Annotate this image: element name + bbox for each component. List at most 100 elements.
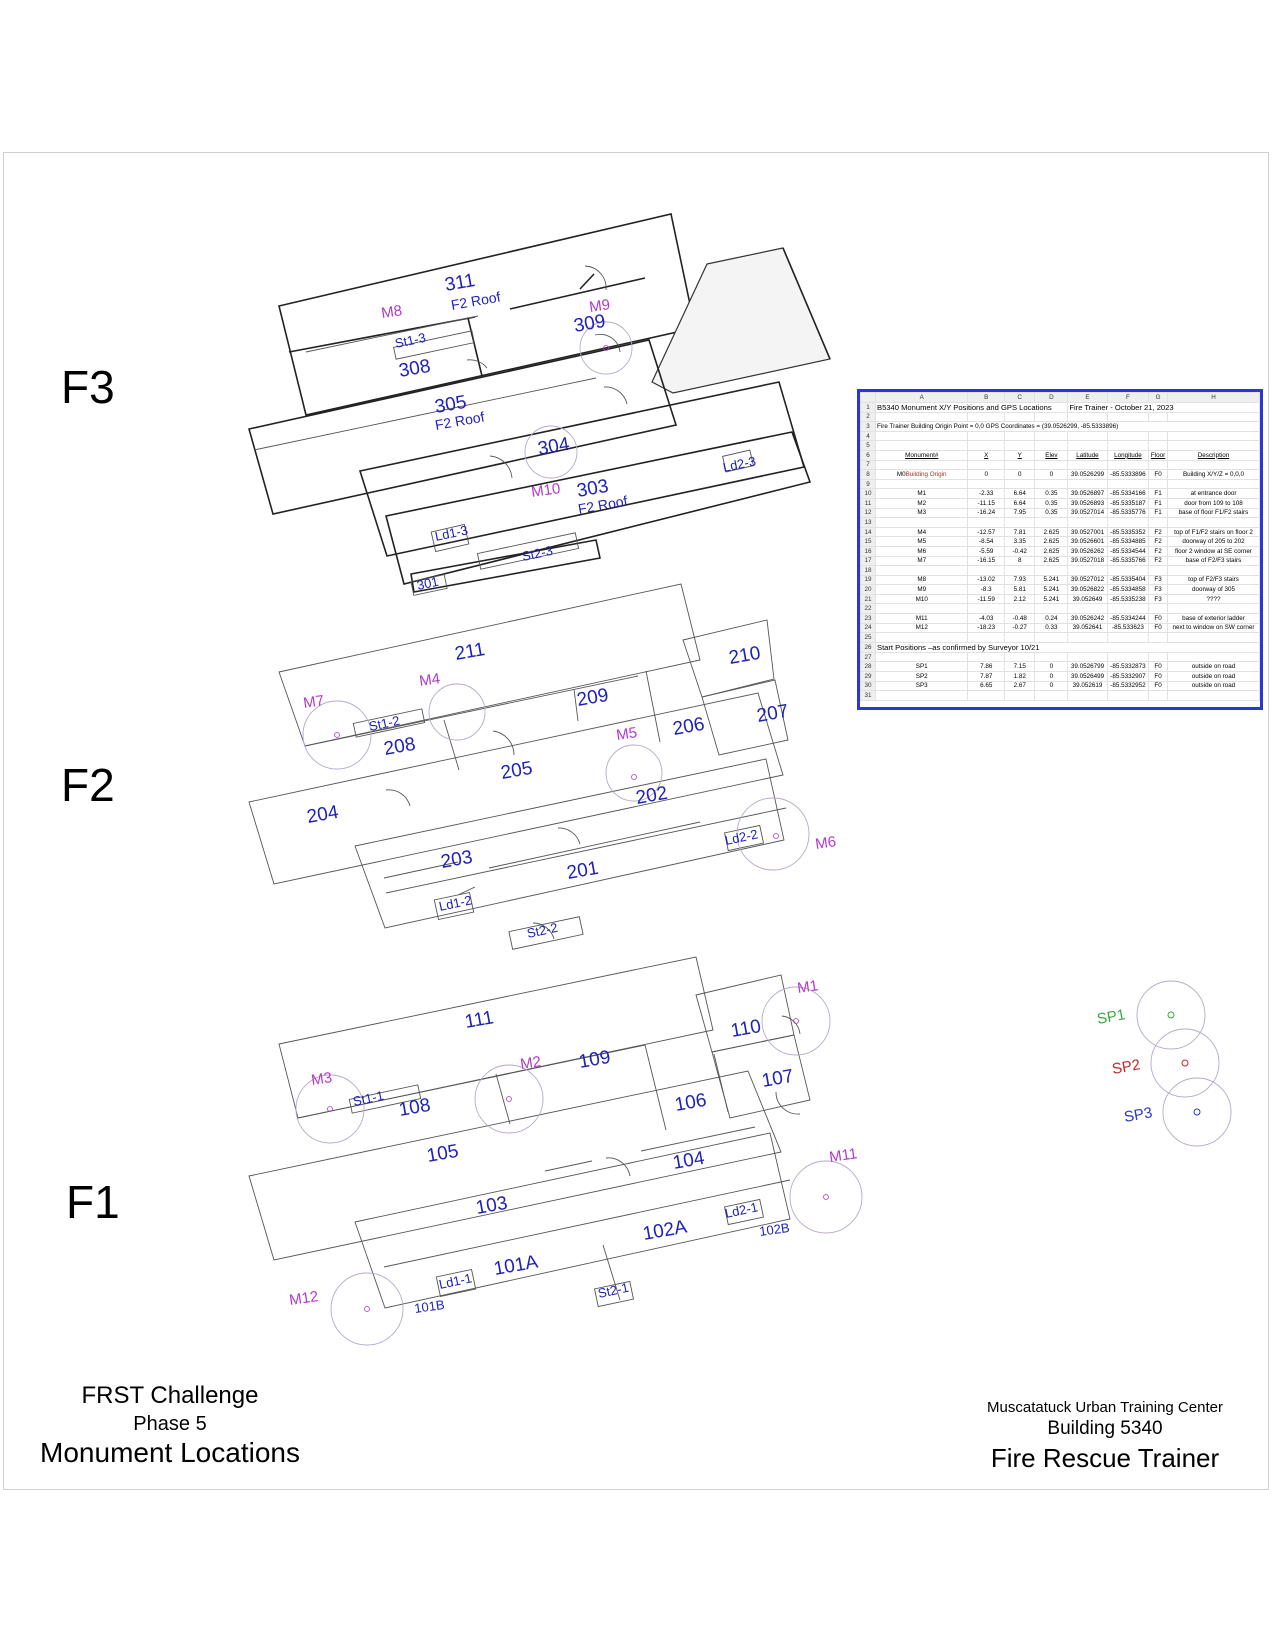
- table-cell: [1003, 430, 1036, 442]
- table-cell: -85.5333896: [1106, 469, 1150, 480]
- table-cell: [874, 411, 969, 423]
- table-cell: base of floor F1/F2 stairs: [1166, 507, 1260, 519]
- row-number: 13: [860, 517, 876, 528]
- table-cell: -8.3: [967, 584, 1005, 595]
- landing-ld2-1: Ld2-1: [724, 1199, 760, 1221]
- table-row: 13: [860, 517, 1260, 528]
- trainer-name: Fire Rescue Trainer: [990, 1443, 1220, 1473]
- table-cell: doorway of 305: [1166, 584, 1260, 595]
- monument-m3: M3: [310, 1069, 333, 1089]
- table-cell: -2.33: [967, 488, 1005, 499]
- column-letter: G: [1148, 392, 1168, 403]
- table-cell: M9: [874, 584, 969, 595]
- table-cell: M6: [874, 545, 969, 557]
- building-number: Building 5340: [1047, 1418, 1163, 1439]
- row-number: 14: [860, 526, 876, 538]
- table-cell: top of F1/F2 stairs on floor 2: [1166, 526, 1260, 538]
- table-cell: F1: [1148, 488, 1168, 499]
- table-cell: 7.81: [1003, 526, 1036, 538]
- table-cell: [1067, 430, 1108, 442]
- table-cell: [1148, 632, 1168, 643]
- table-cell: [1003, 411, 1036, 423]
- table-cell: [1034, 430, 1069, 442]
- table-cell: 39.0526897: [1067, 488, 1108, 499]
- table-cell: M1: [874, 488, 969, 499]
- column-header: Longitude: [1106, 449, 1150, 461]
- start-position-sp1: SP1: [1096, 1006, 1127, 1028]
- table-cell: -13.02: [967, 574, 1005, 586]
- row-number: 31: [860, 690, 876, 701]
- room-308: 308: [397, 356, 432, 382]
- table-cell: [1003, 632, 1036, 643]
- table-cell: 39.0527014: [1067, 507, 1108, 519]
- table-cell: -5.59: [967, 545, 1005, 557]
- row-number: 29: [860, 671, 876, 682]
- floor-3-plan: 311 F2 Roof 309 308 305 F2 Roof 304 303 …: [248, 213, 831, 596]
- row-number: 6: [860, 449, 876, 461]
- row-number: 30: [860, 680, 876, 692]
- table-cell: [967, 565, 1005, 576]
- table-cell: [874, 459, 969, 471]
- table-cell: [967, 690, 1005, 701]
- table-cell: [967, 440, 1005, 451]
- table-cell: -16.15: [967, 555, 1005, 567]
- row-number: 21: [860, 593, 876, 605]
- row-number: 7: [860, 459, 876, 471]
- room-205: 205: [499, 758, 534, 784]
- row-number: 28: [860, 661, 876, 673]
- column-header: X: [967, 449, 1005, 461]
- table-cell: [1003, 478, 1036, 490]
- table-cell: -85.5334244: [1106, 613, 1150, 624]
- table-cell: [1034, 565, 1069, 576]
- table-cell: 8: [1003, 555, 1036, 567]
- table-cell: 39.0527012: [1067, 574, 1108, 586]
- table-cell: -85.5335766: [1106, 555, 1150, 567]
- column-header: Y: [1003, 449, 1036, 461]
- table-row: 9: [860, 478, 1260, 490]
- column-header: Floor: [1148, 449, 1168, 461]
- table-cell: 0.35: [1034, 497, 1069, 509]
- table-cell: [1003, 517, 1036, 528]
- row-number: 26: [860, 641, 876, 653]
- room-109: 109: [577, 1047, 612, 1073]
- table-cell: 5.241: [1034, 584, 1069, 595]
- table-cell: [1034, 690, 1069, 701]
- table-cell: 0: [1034, 661, 1069, 673]
- column-letter: H: [1166, 392, 1260, 403]
- table-cell: F0: [1148, 622, 1168, 634]
- table-cell: 0: [1003, 469, 1036, 480]
- table-cell: [1067, 565, 1108, 576]
- table-cell: 0.24: [1034, 613, 1069, 624]
- table-cell: F1: [1148, 497, 1168, 509]
- table-cell: 0.35: [1034, 507, 1069, 519]
- table-cell: [1067, 690, 1108, 701]
- room-106: 106: [673, 1090, 708, 1116]
- table-cell: F3: [1148, 584, 1168, 595]
- row-number: 10: [860, 488, 876, 499]
- table-cell: [1067, 632, 1108, 643]
- row-number: 1: [860, 401, 876, 413]
- table-cell: [1034, 411, 1069, 423]
- table-cell: -85.5332873: [1106, 661, 1150, 673]
- table-cell: [1106, 603, 1150, 615]
- monument-m4: M4: [418, 670, 441, 690]
- table-cell: [1034, 632, 1069, 643]
- start-positions-title: Start Positions –as confirmed by Surveyo…: [875, 641, 1260, 653]
- monument-m1: M1: [796, 977, 819, 997]
- table-cell: [1148, 651, 1168, 663]
- table-cell: -18.23: [967, 622, 1005, 634]
- table-cell: 39.052649: [1067, 593, 1108, 605]
- row-number: 18: [860, 565, 876, 576]
- room-207: 207: [755, 701, 790, 727]
- table-cell: next to window on SW corner: [1166, 622, 1260, 634]
- room-107: 107: [760, 1066, 795, 1092]
- table-cell: [1148, 478, 1168, 490]
- table-cell: [967, 430, 1005, 442]
- table-cell: M10: [874, 593, 969, 605]
- table-cell: [1067, 411, 1108, 423]
- table-cell: -4.03: [967, 613, 1005, 624]
